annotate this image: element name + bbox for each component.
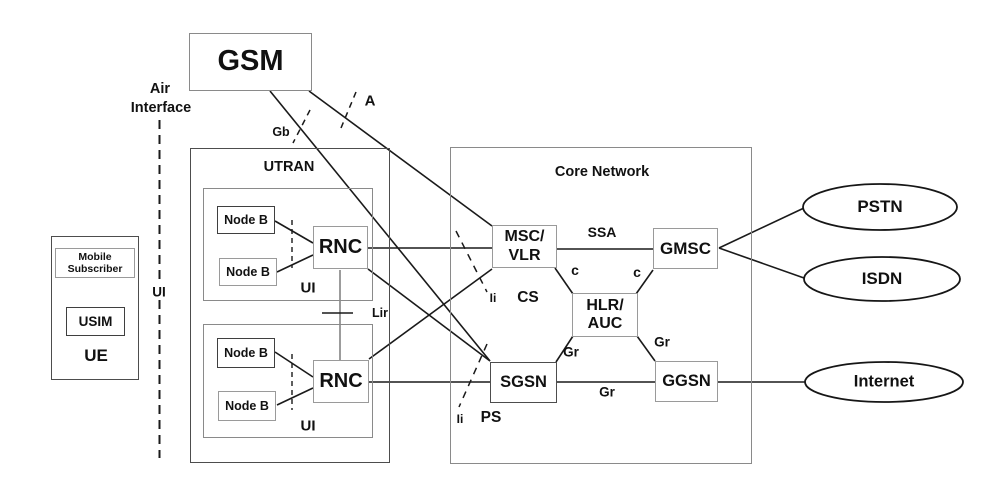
pstn-label: PSTN	[857, 197, 903, 216]
ue-node	[51, 236, 139, 380]
node-b-3-label: Node B	[224, 345, 268, 360]
isdn-label: ISDN	[861, 269, 903, 288]
msc-vlr-line1: MSC/	[504, 228, 545, 246]
internet-ellipse	[804, 361, 964, 403]
mobile-subscriber-line1: Mobile	[78, 250, 112, 263]
core-network-container	[450, 147, 752, 464]
uu-interface-label-bottom: UI	[300, 417, 316, 435]
node-b-2-label: Node B	[226, 264, 270, 279]
ggsn-label: GGSN	[662, 372, 711, 391]
uu-interface-label-top: UI	[300, 279, 316, 297]
node-b-2: Node B	[219, 258, 277, 286]
gsm-node: GSM	[189, 33, 312, 91]
utran-subsystem-bottom	[203, 324, 373, 438]
link-gmsc-pstn	[718, 207, 805, 249]
node-b-3: Node B	[217, 338, 275, 368]
iu-cs-interface-label: Ii	[489, 291, 497, 305]
link-gmsc-hlr	[635, 269, 654, 295]
utran-title: UTRAN	[263, 159, 315, 175]
hlr-auc-line1: HLR/	[586, 296, 624, 314]
air-interface-label-line1: Air	[149, 81, 171, 97]
link-nodeb1-rnc1	[274, 220, 314, 244]
ssa-interface-label: SSA	[587, 224, 617, 240]
usim-label: USIM	[78, 313, 113, 329]
rnc-1-label: RNC	[318, 236, 363, 258]
utran-subsystem-top	[203, 188, 373, 301]
iu-ps-interface-dashed-line	[458, 343, 488, 408]
link-hlr-ggsn	[636, 335, 656, 362]
link-nodeb3-rnc2	[274, 351, 314, 378]
utran-container	[190, 148, 390, 463]
rnc-2: RNC	[313, 360, 369, 403]
sgsn-node: SGSN	[490, 362, 557, 403]
usim-node: USIM	[66, 307, 125, 336]
link-nodeb2-rnc1	[276, 254, 314, 273]
gmsc-node: GMSC	[653, 228, 718, 269]
hlr-auc-line2: AUC	[587, 315, 623, 332]
mobile-subscriber-box: Mobile Subscriber	[55, 248, 135, 278]
gr-interface-label-right: Gr	[654, 334, 670, 350]
link-gsm-msc	[308, 90, 493, 227]
a-interface-tick	[340, 91, 357, 129]
iu-ps-interface-label: Ii	[456, 412, 464, 426]
isdn-ellipse	[803, 256, 961, 302]
msc-vlr-line2: VLR	[508, 246, 541, 264]
hlr-auc-node: HLR/ AUC	[572, 293, 638, 337]
ue-label: UE	[84, 346, 108, 365]
rnc-2-label: RNC	[319, 370, 363, 392]
link-hlr-sgsn	[555, 335, 574, 363]
node-b-4-label: Node B	[225, 398, 269, 413]
air-interface-point-label: UI	[150, 284, 168, 300]
air-interface-label-line2: Interface	[130, 100, 192, 116]
gsm-label: GSM	[217, 45, 284, 78]
c-interface-label-left: c	[571, 262, 579, 278]
link-msc-hlr	[554, 267, 574, 295]
msc-vlr-node: MSC/ VLR	[492, 225, 557, 268]
rnc-1: RNC	[313, 226, 368, 269]
link-nodeb4-rnc2	[276, 387, 314, 406]
a-interface-label: A	[364, 92, 376, 110]
cs-domain-label: CS	[517, 289, 539, 306]
core-network-title: Core Network	[554, 164, 650, 180]
mobile-subscriber-line2: Subscriber	[67, 263, 123, 275]
ps-domain-label: PS	[480, 409, 502, 426]
node-b-1: Node B	[217, 206, 275, 234]
iu-cs-interface-dashed-line	[455, 230, 488, 293]
node-b-1-label: Node B	[224, 212, 268, 227]
gr-interface-label-left: Gr	[563, 344, 579, 360]
ggsn-node: GGSN	[655, 361, 718, 402]
c-interface-label-right: c	[633, 264, 641, 280]
gmsc-label: GMSC	[660, 238, 711, 258]
sgsn-label: SGSN	[500, 373, 547, 392]
link-gsm-sgsn	[269, 90, 491, 362]
link-gmsc-isdn	[718, 247, 805, 279]
gb-interface-label: Gb	[272, 125, 290, 139]
gr-interface-label-middle: Gr	[599, 384, 615, 400]
node-b-4: Node B	[218, 391, 276, 421]
internet-label: Internet	[853, 372, 915, 391]
iur-interface-label: Lir	[372, 306, 388, 320]
pstn-ellipse	[802, 183, 958, 231]
